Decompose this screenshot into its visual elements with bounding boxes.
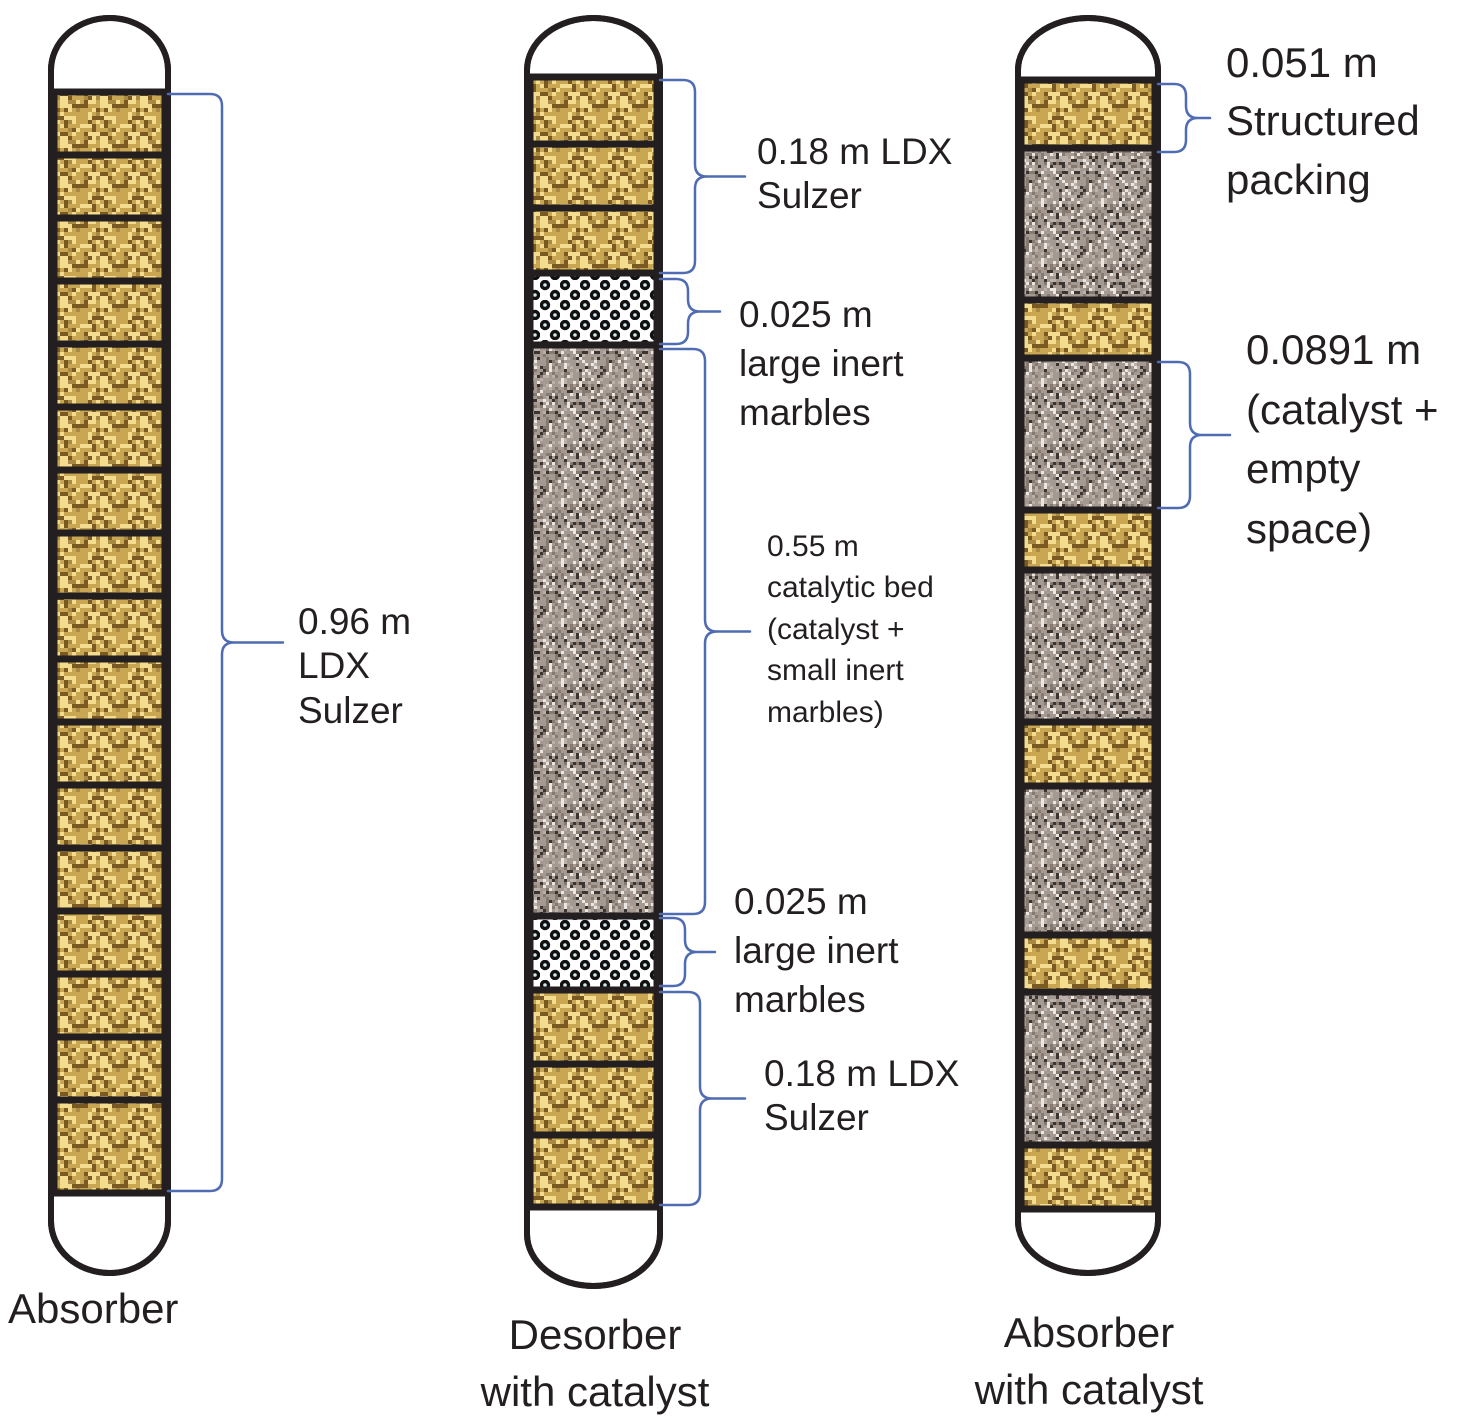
absorber-title: Absorber — [8, 1284, 178, 1334]
label-line: large inert — [734, 929, 899, 971]
vessel-outline — [1015, 15, 1161, 1276]
label-line: Sulzer — [298, 689, 403, 731]
label-line: large inert — [739, 342, 904, 384]
packing-section — [526, 1060, 661, 1139]
marbles-section — [526, 269, 661, 349]
label-line: 0.18 m LDX — [757, 131, 953, 172]
packing-section — [526, 140, 661, 212]
packing-section — [526, 986, 661, 1068]
packing-section — [50, 592, 169, 663]
absorber-catalyst-title: Absorber with catalyst — [954, 1304, 1224, 1418]
title-line: Absorber — [1003, 1309, 1175, 1356]
absorber-catalyst-bed-label: 0.0891 m (catalyst + empty space) — [1246, 320, 1439, 559]
desorber-top-marbles-bracket — [658, 277, 722, 346]
label-line: 0.0891 m — [1246, 326, 1422, 373]
label-line: catalytic bed — [767, 571, 934, 605]
packing-section — [50, 655, 169, 726]
marbles-section — [526, 912, 661, 994]
packing-section — [1017, 1141, 1159, 1213]
packing-section — [526, 1131, 661, 1211]
packing-section — [50, 466, 169, 537]
desorber-bottom-marbles-bracket — [658, 916, 717, 988]
absorber-packing-label: 0.96 m LDX Sulzer — [298, 600, 411, 733]
desorber-top-packing-bracket — [658, 78, 747, 275]
title-line: with catalyst — [974, 1366, 1204, 1414]
packing-section — [50, 1033, 169, 1104]
catalyst-section — [1017, 782, 1159, 939]
desorber-top-marbles-label: 0.025 m large inert marbles — [739, 291, 904, 437]
packing-section — [1017, 76, 1159, 152]
packing-section — [526, 73, 661, 148]
packing-section — [50, 529, 169, 600]
label-line: (catalyst + — [767, 612, 905, 646]
catalyst-section — [1017, 988, 1159, 1149]
catalyst-section — [1017, 566, 1159, 726]
packing-section — [526, 204, 661, 277]
packing-section — [50, 277, 169, 348]
title-line: Desorber — [508, 1311, 682, 1358]
label-line: (catalyst + — [1246, 385, 1439, 433]
packing-section — [50, 214, 169, 285]
label-line: marbles) — [767, 695, 884, 729]
packing-section — [1017, 506, 1159, 574]
absorber-with-catalyst-column — [1015, 15, 1161, 1276]
desorber-with-catalyst-column — [524, 15, 663, 1289]
packing-section — [50, 88, 169, 159]
packing-section — [1017, 718, 1159, 790]
label-line: Sulzer — [764, 1097, 869, 1139]
catalyst-section — [1017, 354, 1159, 514]
absorber-packing-bracket — [166, 92, 285, 1193]
label-line: 0.025 m — [739, 294, 873, 335]
desorber-bottom-packing-bracket — [658, 990, 747, 1207]
packing-section — [1017, 931, 1159, 996]
packing-section — [50, 151, 169, 222]
title-line: with catalyst — [480, 1368, 710, 1416]
label-line: packing — [1226, 155, 1371, 203]
label-line: marbles — [734, 978, 866, 1020]
packing-section — [50, 403, 169, 474]
catalyst-section — [1017, 144, 1159, 304]
label-line: 0.051 m — [1226, 39, 1378, 86]
label-line: empty — [1246, 445, 1361, 493]
packing-section — [50, 781, 169, 852]
absorber-column — [48, 15, 171, 1276]
packing-section — [50, 718, 169, 789]
label-line: 0.025 m — [734, 881, 868, 922]
packing-section — [50, 907, 169, 978]
label-line: 0.96 m — [298, 601, 412, 642]
desorber-catalytic-bed-label: 0.55 m catalytic bed (catalyst + small i… — [767, 526, 934, 733]
packing-section — [1017, 296, 1159, 362]
desorber-bottom-marbles-label: 0.025 m large inert marbles — [734, 878, 899, 1024]
absorber-catalyst-packing-label: 0.051 m Structured packing — [1226, 34, 1420, 209]
label-line: 0.55 m — [767, 530, 859, 563]
vessel-outline — [524, 15, 663, 1289]
packing-section — [50, 844, 169, 915]
desorber-top-packing-label: 0.18 m LDX Sulzer — [757, 130, 952, 219]
title-line: Absorber — [8, 1285, 179, 1332]
packing-section — [50, 1096, 169, 1197]
catalyst-section — [526, 341, 661, 920]
label-line: 0.18 m LDX — [764, 1053, 960, 1094]
vessel-outline — [48, 15, 171, 1276]
desorber-title: Desorber with catalyst — [462, 1306, 728, 1420]
absorber-catalyst-packing-bracket — [1156, 82, 1212, 154]
desorber-catalytic-bed-bracket — [658, 347, 752, 916]
label-line: small inert — [767, 654, 904, 688]
packing-section — [50, 970, 169, 1041]
label-line: Sulzer — [757, 175, 862, 217]
label-line: LDX — [298, 645, 370, 687]
absorber-catalyst-bed-bracket — [1156, 360, 1232, 510]
label-line: space) — [1246, 504, 1373, 552]
label-line: marbles — [739, 391, 871, 433]
desorber-bottom-packing-label: 0.18 m LDX Sulzer — [764, 1052, 959, 1141]
packing-section — [50, 340, 169, 411]
label-line: Structured — [1226, 97, 1420, 145]
